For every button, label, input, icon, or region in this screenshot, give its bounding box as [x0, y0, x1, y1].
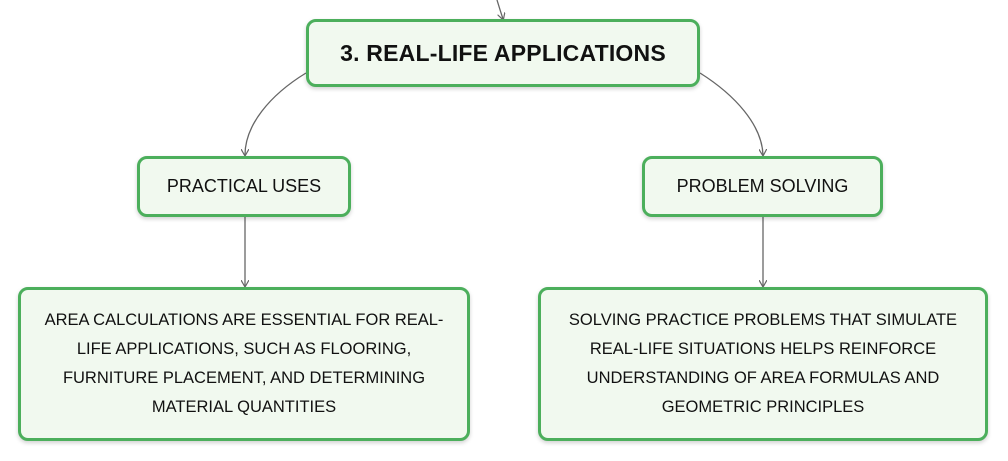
connector-root-to-problem-solving [699, 72, 763, 155]
node-problem-solving-detail-text: SOLVING PRACTICE PROBLEMS THAT SIMULATE … [568, 311, 958, 416]
node-problem-solving-detail[interactable]: SOLVING PRACTICE PROBLEMS THAT SIMULATE … [538, 287, 988, 441]
root-node-label: 3. REAL-LIFE APPLICATIONS [340, 39, 666, 66]
node-practical-uses-detail-text: AREA CALCULATIONS ARE ESSENTIAL FOR REAL… [44, 311, 444, 416]
node-problem-solving[interactable]: PROBLEM SOLVING [642, 156, 883, 217]
node-practical-uses-detail[interactable]: AREA CALCULATIONS ARE ESSENTIAL FOR REAL… [18, 287, 470, 441]
node-practical-uses-label: PRACTICAL USES [166, 176, 322, 196]
root-node[interactable]: 3. REAL-LIFE APPLICATIONS [306, 19, 700, 87]
node-problem-solving-label: PROBLEM SOLVING [676, 176, 849, 196]
node-practical-uses[interactable]: PRACTICAL USES [137, 156, 351, 217]
incoming-connector [496, 0, 503, 19]
connector-root-to-practical-uses [245, 72, 307, 155]
